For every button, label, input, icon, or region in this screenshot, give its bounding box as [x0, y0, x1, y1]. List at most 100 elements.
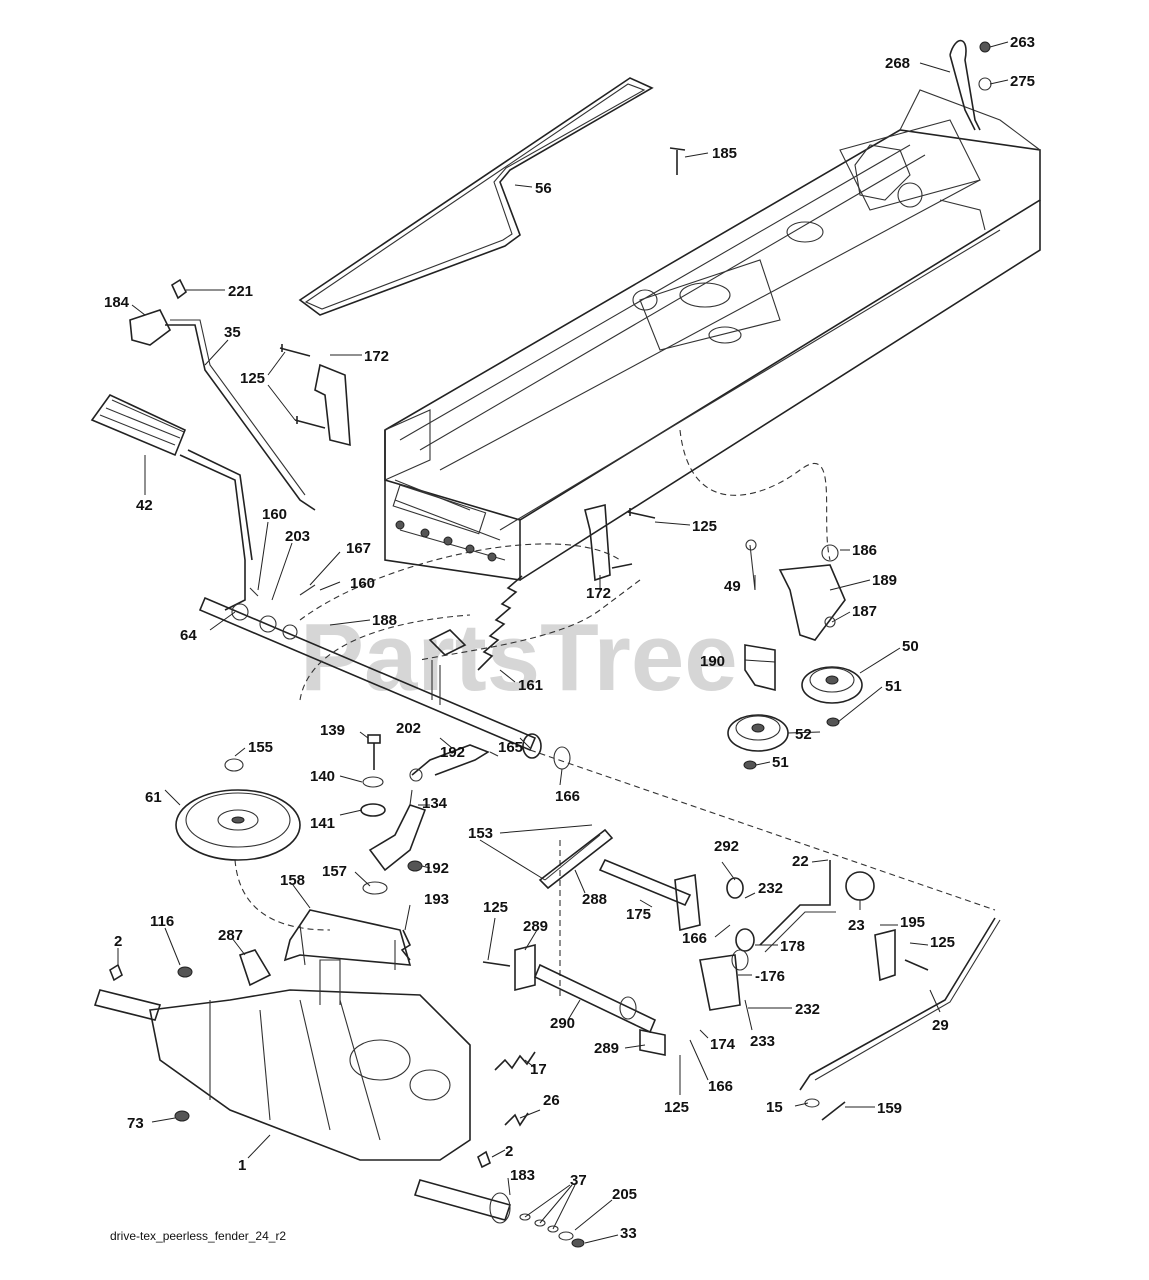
label-167: 167 — [346, 540, 371, 557]
label-184: 184 — [104, 294, 130, 311]
label-52: 52 — [795, 726, 812, 743]
label-64: 64 — [180, 627, 197, 644]
label-2-a: 2 — [114, 933, 122, 950]
bushing-292 — [726, 877, 744, 899]
label-287: 287 — [218, 927, 243, 944]
washer-166-a — [553, 746, 571, 770]
bracket-172-lower — [584, 503, 611, 582]
label-51-lower: 51 — [772, 754, 789, 771]
label-141: 141 — [310, 815, 335, 832]
label-233: 233 — [750, 1033, 775, 1050]
key-155 — [224, 758, 244, 772]
label-158: 158 — [280, 872, 305, 889]
label-174: 174 — [710, 1036, 736, 1053]
bracket-176 — [699, 954, 741, 1011]
drive-belt-56 — [298, 77, 654, 316]
rod-153 — [538, 828, 614, 890]
bolt-125-c — [904, 959, 929, 971]
bracket-195 — [874, 928, 896, 982]
transaxle-1 — [93, 959, 512, 1224]
pulley-61 — [175, 789, 301, 861]
washers-37 — [519, 1213, 559, 1233]
spring-17 — [494, 1051, 536, 1071]
washer-140 — [362, 776, 384, 788]
rod-288 — [544, 834, 601, 881]
label-134: 134 — [422, 795, 448, 812]
label-22: 22 — [792, 853, 809, 870]
idler-bracket-189 — [745, 539, 846, 641]
spring-193 — [400, 929, 412, 961]
label-29: 29 — [932, 1017, 949, 1034]
label-157: 157 — [322, 863, 347, 880]
nut-192-lower — [407, 860, 423, 872]
label-268: 268 — [885, 55, 910, 72]
label-2-b: 2 — [505, 1143, 513, 1160]
diagram-caption: drive-tex_peerless_fender_24_r2 — [110, 1229, 286, 1243]
nut-51-lower — [743, 760, 757, 770]
label-172-lower: 172 — [586, 585, 611, 602]
label-203: 203 — [285, 528, 310, 545]
label-183: 183 — [510, 1167, 535, 1184]
bolts-125 — [279, 344, 656, 569]
bolt-125-d — [482, 961, 511, 967]
bracket-287 — [238, 949, 272, 987]
label-193: 193 — [424, 891, 449, 908]
label-175: 175 — [626, 906, 651, 923]
ring-23 — [845, 871, 875, 901]
rod-175 — [598, 858, 692, 907]
label-56: 56 — [535, 180, 552, 197]
nut-116 — [177, 966, 193, 978]
part-labels: 263 268 275 185 56 221 184 35 172 125 42… — [104, 34, 1035, 1242]
belt-routing-dashed — [234, 429, 996, 1000]
rod-29 — [799, 917, 1001, 1091]
bracket-289-upper — [514, 943, 536, 992]
washer-141 — [360, 803, 386, 817]
bracket-block — [428, 629, 467, 705]
bushing-165 — [522, 733, 542, 759]
bracket-172-upper — [314, 363, 351, 447]
label-190: 190 — [700, 653, 725, 670]
label-292: 292 — [714, 838, 739, 855]
label-263: 263 — [1010, 34, 1035, 51]
washer-15 — [804, 1098, 820, 1108]
label-139: 139 — [320, 722, 345, 739]
nut-51-upper — [826, 717, 840, 727]
label-125-mid: 125 — [692, 518, 717, 535]
label-195: 195 — [900, 914, 925, 931]
label-125-left: 125 — [483, 899, 508, 916]
label-50: 50 — [902, 638, 919, 655]
label-232-lower: 232 — [795, 1001, 820, 1018]
label-166-a: 166 — [555, 788, 580, 805]
washer-275 — [978, 77, 992, 91]
bolt-263 — [979, 41, 991, 53]
clip-221 — [170, 278, 188, 300]
label-289-lower: 289 — [594, 1040, 619, 1057]
label-160-a: 160 — [262, 506, 287, 523]
pedal-42 — [90, 393, 253, 611]
label-153: 153 — [468, 825, 493, 842]
label-49: 49 — [724, 578, 741, 595]
label-125-right: 125 — [930, 934, 955, 951]
bolt-139 — [367, 734, 381, 770]
pulley-50 — [801, 666, 863, 704]
collar-205 — [558, 1231, 574, 1241]
label-159: 159 — [877, 1100, 902, 1117]
label-61: 61 — [145, 789, 162, 806]
pin-185 — [669, 147, 686, 175]
label-178: 178 — [780, 938, 805, 955]
label-15: 15 — [766, 1099, 783, 1116]
label-116: 116 — [150, 913, 174, 930]
label-192-upper: 192 — [440, 744, 465, 761]
knob-184 — [129, 309, 172, 346]
label-165: 165 — [498, 739, 523, 756]
label-289-upper: 289 — [523, 918, 548, 935]
label-205: 205 — [612, 1186, 637, 1203]
label-35: 35 — [224, 324, 241, 341]
label-160-b: 160 — [350, 575, 375, 592]
label-42: 42 — [136, 497, 153, 514]
label-275: 275 — [1010, 73, 1035, 90]
label-288: 288 — [582, 891, 607, 908]
leader-lines — [117, 41, 1009, 1244]
key-2-b — [477, 1150, 491, 1169]
